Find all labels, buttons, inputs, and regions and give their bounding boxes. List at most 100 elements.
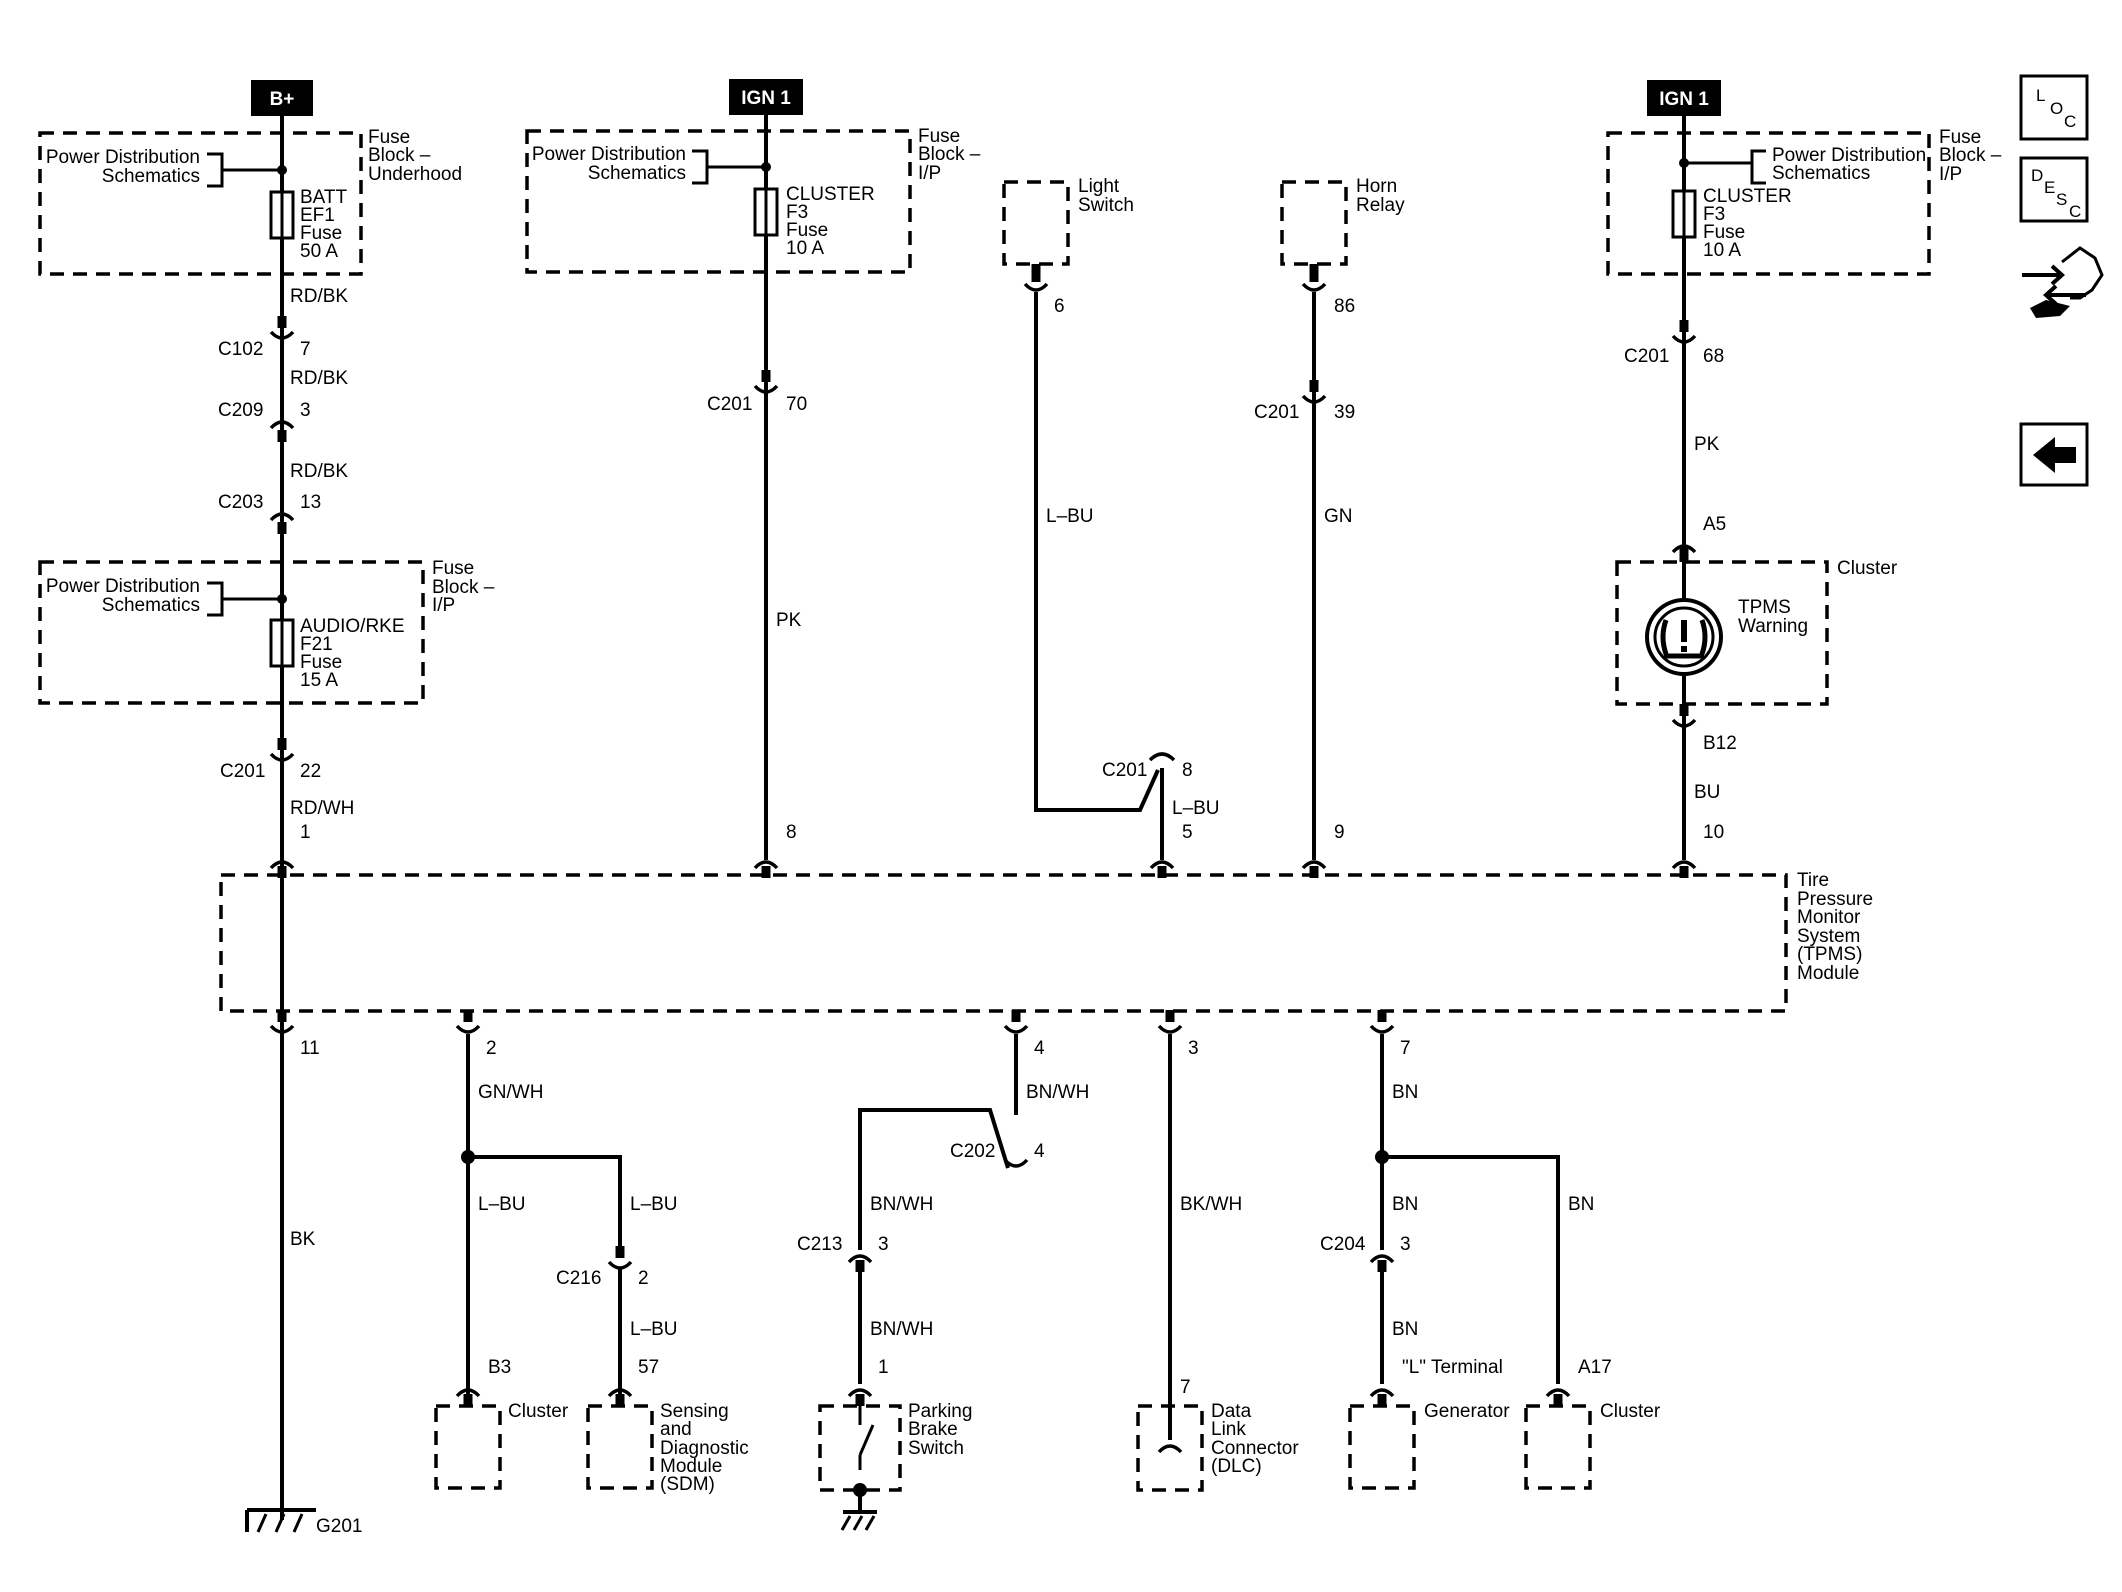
cluster-tpms-box	[1615, 560, 1829, 706]
c209-label: C209	[218, 400, 263, 421]
fuse-audio-id: F21	[300, 634, 333, 655]
wire-bk: BK	[290, 1229, 316, 1250]
loc-letter-c: C	[2064, 112, 2076, 131]
back-arrow-icon[interactable]	[2019, 422, 2089, 487]
connector-hand-icon[interactable]	[2022, 246, 2104, 318]
cluster-label-right: Cluster	[1837, 558, 1898, 579]
fuse-block-ip-lower-label-2: Block –	[432, 577, 495, 598]
batt-power-source: B+	[251, 80, 313, 116]
horn-relay-circuit: Horn Relay 86 C201 39 GN 9	[1254, 176, 1405, 860]
fuse-batt-type: Fuse	[300, 223, 342, 244]
light-switch-label-1: Light	[1078, 176, 1120, 197]
fuse-block-ip-right-label-2: Block –	[1939, 145, 2002, 166]
wire-lbu-1: L–BU	[1046, 506, 1094, 527]
module-pin-5: 5	[1182, 822, 1193, 843]
wire-lbu-5: L–BU	[630, 1319, 678, 1340]
tpms-module-label-5: (TPMS)	[1797, 944, 1862, 965]
light-switch-box	[1002, 180, 1070, 266]
loc-letter-o: O	[2050, 99, 2063, 118]
module-bottom-pins	[269, 1010, 1395, 1034]
cluster-pin-b12: B12	[1703, 733, 1737, 754]
c216-label: C216	[556, 1268, 601, 1289]
horn-relay-label-2: Relay	[1356, 195, 1405, 216]
dlc-label-4: (DLC)	[1211, 1456, 1262, 1477]
c102-pin: 7	[300, 339, 311, 360]
module-pin-9: 9	[1334, 822, 1345, 843]
tpms-module-label-1: Tire	[1797, 870, 1829, 891]
ign1-cluster-feed-left: Power Distribution Schematics Fuse Block…	[525, 115, 981, 860]
pds-label-2b: Schematics	[102, 595, 200, 616]
cluster-label-bottom-1: Cluster	[508, 1401, 569, 1422]
module-top-pins	[269, 860, 1697, 878]
c213-label: C213	[797, 1234, 842, 1255]
desc-letter-s: S	[2056, 190, 2067, 209]
wire-bnwh-1: BN/WH	[1026, 1082, 1089, 1103]
c102-label: C102	[218, 339, 263, 360]
wire-rdbk-1: RD/BK	[290, 286, 348, 307]
ign1-power-source-right: IGN 1	[1647, 80, 1721, 116]
dlc-box	[1136, 1404, 1204, 1492]
c203-label: C203	[218, 492, 263, 513]
pds-label-1a: Power Distribution	[46, 147, 200, 168]
fuse-cluster-left-rating: 10 A	[786, 238, 824, 259]
c204-pin: 3	[1400, 1234, 1411, 1255]
light-switch-pin-6: 6	[1054, 296, 1065, 317]
tpms-module-label-3: Monitor	[1797, 907, 1861, 928]
module-pin-1: 1	[300, 822, 311, 843]
generator-l-terminal-label: "L" Terminal	[1402, 1357, 1503, 1378]
wire-bn-1: BN	[1392, 1082, 1418, 1103]
fuse-batt-id: EF1	[300, 205, 335, 226]
wire-rdbk-3: RD/BK	[290, 461, 348, 482]
wire-lbu-4: L–BU	[630, 1194, 678, 1215]
ign1-label-left: IGN 1	[741, 88, 791, 109]
c204-label: C204	[1320, 1234, 1366, 1255]
dlc-label-2: Link	[1211, 1419, 1246, 1440]
wire-bu: BU	[1694, 782, 1720, 803]
light-switch-label-2: Switch	[1078, 195, 1134, 216]
cluster-pin-b3: B3	[488, 1357, 511, 1378]
sdm-box	[586, 1404, 654, 1490]
tpms-module-label-4: System	[1797, 926, 1860, 947]
wire-rdbk-2: RD/BK	[290, 368, 348, 389]
pds-label-3a: Power Distribution	[532, 144, 686, 165]
batt-label: B+	[270, 89, 295, 110]
fuse-block-underhood-label-1: Fuse	[368, 127, 410, 148]
c201-pin-70: 70	[786, 394, 807, 415]
sdm-label-1: Sensing	[660, 1401, 729, 1422]
tpms-warning-icon	[1645, 598, 1723, 676]
fuse-block-ip-lower-label-1: Fuse	[432, 558, 474, 579]
light-switch-circuit: Light Switch 6 L–BU C201 8 L–BU 5	[1002, 176, 1220, 860]
cluster-a17-box	[1524, 1404, 1592, 1490]
module-pin-4: 4	[1034, 1038, 1045, 1059]
wire-rdwh: RD/WH	[290, 798, 354, 819]
pds-label-1b: Schematics	[102, 166, 200, 187]
wire-bn-3: BN	[1568, 1194, 1594, 1215]
fuse-audio-type: Fuse	[300, 652, 342, 673]
fuse-cluster-left-type: Fuse	[786, 220, 828, 241]
wire-gn: GN	[1324, 506, 1353, 527]
fuse-cluster-right-name: CLUSTER	[1703, 186, 1792, 207]
c201-pin-22: 22	[300, 761, 321, 782]
loc-icon[interactable]: L O C	[2019, 74, 2089, 141]
desc-letter-c: C	[2069, 202, 2081, 221]
desc-icon[interactable]: D E S C	[2019, 156, 2089, 223]
cluster-label-bottom-2: Cluster	[1600, 1401, 1661, 1422]
batt-feed-circuit: Power Distribution Schematics Fuse Block…	[38, 116, 495, 1520]
fuse-batt-rating: 50 A	[300, 241, 338, 262]
c201-pin-68: 68	[1703, 346, 1724, 367]
c201-label-5: C201	[1624, 346, 1669, 367]
wire-gnwh: GN/WH	[478, 1082, 543, 1103]
ign1-label-right: IGN 1	[1659, 89, 1709, 110]
c202-label: C202	[950, 1141, 995, 1162]
c201-label-4: C201	[1254, 402, 1299, 423]
module-pin-10: 10	[1703, 822, 1724, 843]
sdm-label-5: (SDM)	[660, 1474, 715, 1495]
pds-label-4a: Power Distribution	[1772, 145, 1926, 166]
pds-label-4b: Schematics	[1772, 163, 1870, 184]
c201-label-2: C201	[707, 394, 752, 415]
fuse-block-underhood-label-3: Underhood	[368, 164, 462, 185]
fuse-block-underhood-box	[38, 131, 363, 276]
switch-symbol-icon	[853, 1406, 875, 1497]
tpms-warning-label-2: Warning	[1738, 616, 1808, 637]
